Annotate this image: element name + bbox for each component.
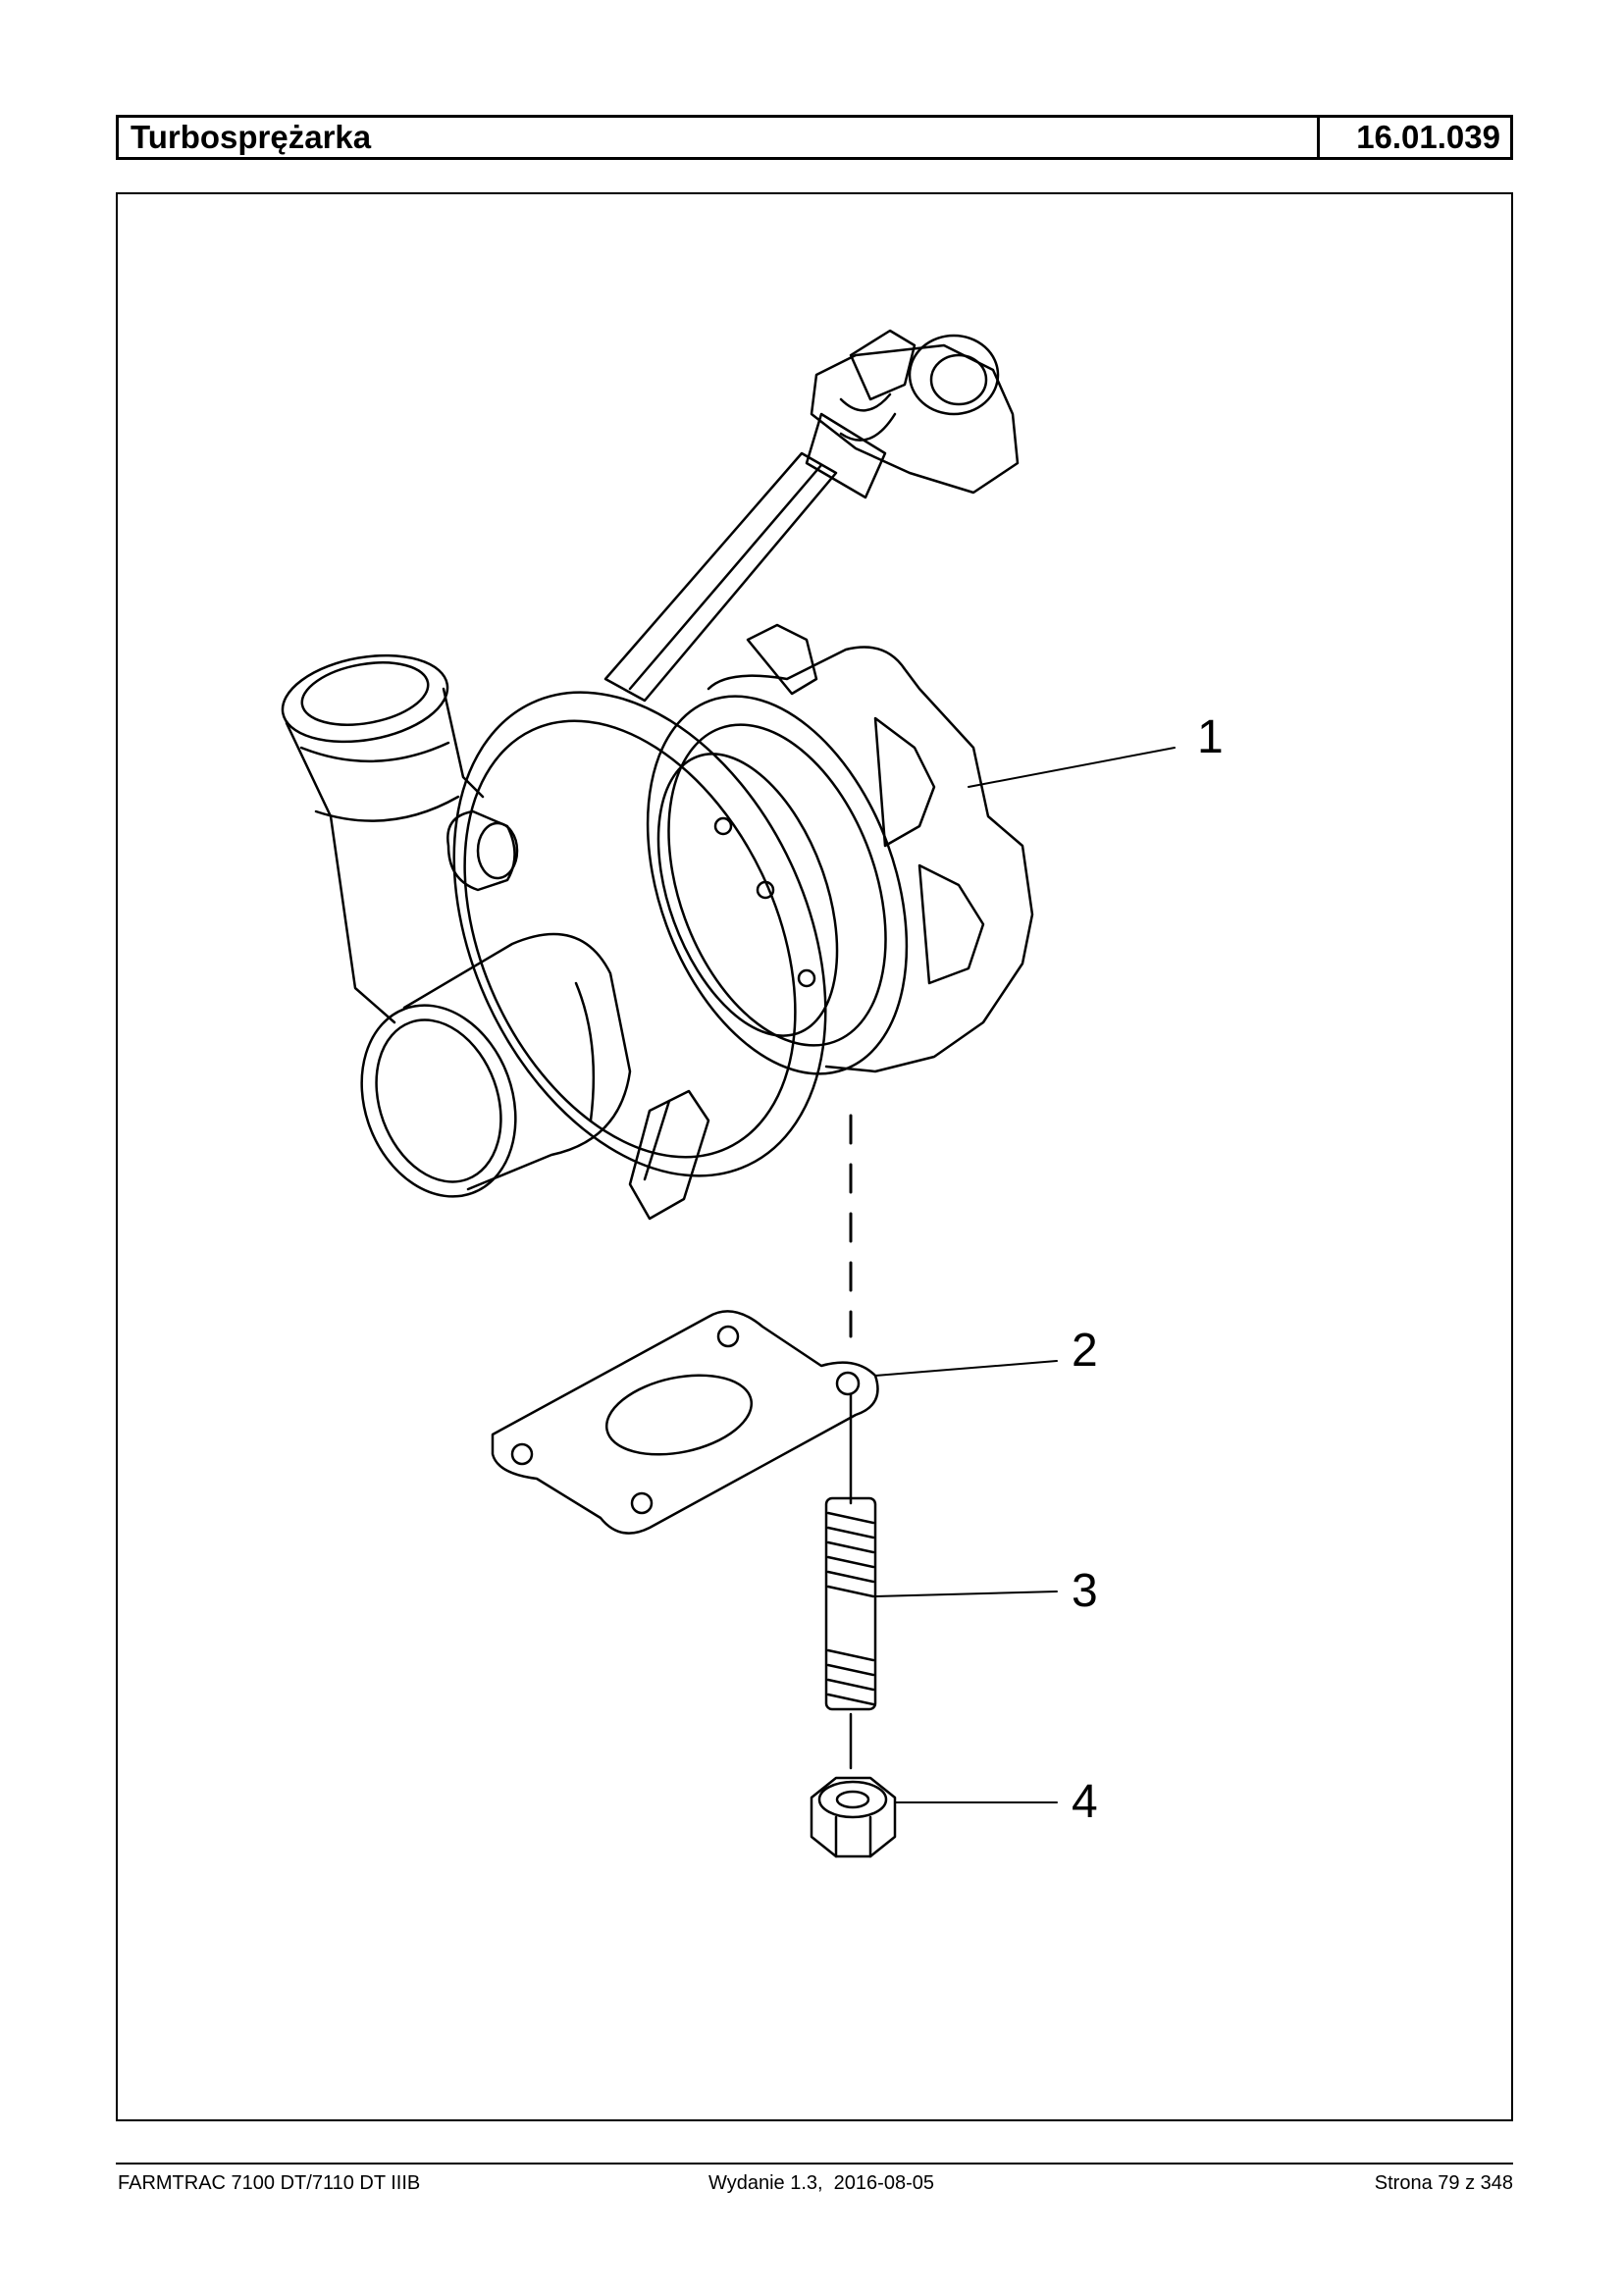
- part-1-turbocharger: [281, 329, 1034, 1221]
- exploded-view-diagram: 1 2 3 4: [281, 329, 1224, 1858]
- exploded-view-frame: 1 2 3 4: [116, 192, 1513, 2121]
- footer-model: FARMTRAC 7100 DT/7110 DT IIIB: [118, 2172, 421, 2194]
- page-header: Turbosprężarka 16.01.039: [116, 115, 1513, 160]
- callout-labels: 1 2 3 4: [1072, 711, 1224, 1828]
- leader-lines: [874, 747, 1176, 1803]
- section-code: 16.01.039: [1356, 119, 1500, 155]
- part-2-gasket: [491, 1310, 879, 1535]
- callout-1: 1: [1197, 711, 1224, 763]
- callout-4: 4: [1072, 1776, 1098, 1828]
- footer-divider: [116, 2163, 1513, 2165]
- footer-edition: Wydanie 1.3, 2016-08-05: [708, 2172, 934, 2194]
- callout-3: 3: [1072, 1565, 1098, 1617]
- footer-page-number: Strona 79 z 348: [1374, 2172, 1513, 2194]
- part-4-nut: [810, 1776, 897, 1858]
- callout-2: 2: [1072, 1325, 1098, 1377]
- page-title: Turbosprężarka: [119, 118, 1320, 157]
- part-3-stud: [824, 1496, 877, 1770]
